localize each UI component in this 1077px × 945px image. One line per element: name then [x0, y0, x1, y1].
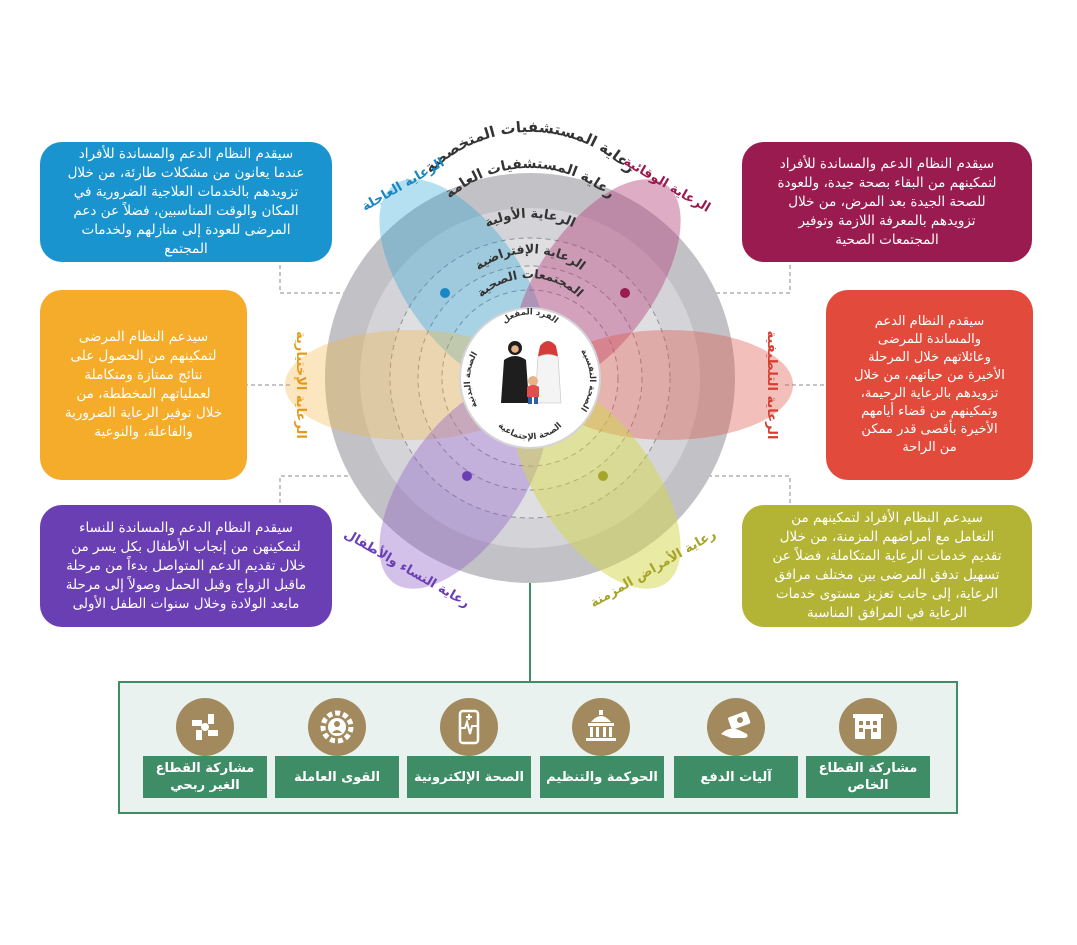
preventive-care-text-line: للصحة الجيدة بعد المرض، من خلال	[788, 193, 986, 210]
urgent-care-text-line: المكان والوقت المناسبين، فضلاً عن دعم	[73, 203, 299, 219]
elective-care-text-line: سيدعم النظام المرضى	[78, 329, 209, 345]
women-care-text-line: سيقدم النظام الدعم والمساندة للنساء	[79, 519, 293, 536]
petal-dots	[440, 288, 630, 481]
enabler-label-private-sector: مشاركة القطاع الخاص	[806, 756, 930, 798]
petal-label-elective: الرعاية الإختيارية	[293, 331, 308, 439]
urgent-care-text-line: المجتمع	[164, 241, 208, 257]
elective-care-text-line: والفاعلة، والنوعية	[94, 424, 193, 440]
palliative-care-text-line: تزويدهم بالرعاية الرحيمة،	[860, 386, 999, 401]
urgent-care-text-line: سيقدم النظام الدعم والمساندة للأفراد	[78, 146, 294, 162]
chronic-care-text-line: تقديم خدمات الرعاية المتكاملة، فضلاً عن	[772, 548, 1002, 564]
preventive-care-box: سيقدم النظام الدعم والمساندة للأفراد لتم…	[742, 142, 1032, 262]
preventive-care-text-line: المجتمعات الصحية	[835, 231, 939, 248]
palliative-care-box: سيقدم النظام الدعم والمساندة للمرضى وعائ…	[826, 290, 1033, 480]
women-care-text-line: لتمكينهن من إنجاب الأطفال بكل يسر من	[71, 538, 301, 555]
palliative-care-text-line: وتمكينهم من قضاء أيامهم	[861, 404, 998, 419]
connector-lines	[247, 262, 826, 505]
urgent-care-text-line: المرضى للعودة إلى منازلهم ولخدمات	[81, 222, 291, 238]
chronic-care-text-line: الرعاية، إلى جانب تعزيز مستوى خدمات	[775, 586, 999, 602]
preventive-care-text-line: لتمكينهم من البقاء بصحة جيدة، وللعودة	[777, 174, 997, 191]
women-care-text-line: مابعد الولادة وخلال سنوات الطفل الأولى	[72, 595, 300, 612]
elective-care-text-line: لتمكينهم من الحصول على	[70, 348, 217, 364]
urgent-care-text-line: عندما يعانون من مشكلات طارئة، من خلال	[67, 165, 305, 181]
enabler-label-ehealth: الصحة الإلكترونية	[407, 756, 531, 798]
palliative-care-text-line: وعائلاتهم خلال المرحلة	[868, 350, 991, 365]
elective-care-text-line: خلال توفير الرعاية الضرورية	[64, 405, 223, 421]
family-figures-icon	[501, 341, 562, 404]
enabler-label-payment: آليات الدفع	[674, 756, 798, 798]
center-hub: الفرد المفعل الصحة الإجتماعية الصحة البد…	[459, 307, 601, 449]
urgent-care-text-line: تزويدهم بالخدمات العلاجية الضرورية في	[73, 184, 299, 200]
palliative-care-text-line: والمساندة للمرضى	[877, 332, 982, 347]
chronic-care-text-line: تسهيل تدفق المرضى بين مختلف مرافق	[774, 567, 1000, 583]
enabler-label-governance: الحوكمة والتنظيم	[540, 756, 664, 798]
elective-care-text-line: لعملياتهم المخططة، من	[76, 386, 211, 402]
mobile-health-icon	[440, 698, 498, 756]
palliative-care-text-line: سيقدم النظام الدعم	[874, 314, 985, 329]
preventive-care-text-line: سيقدم النظام الدعم والمساندة للأفراد	[779, 155, 995, 172]
preventive-care-text-line: تزويدهم بالمعرفة اللازمة وتوفير	[798, 212, 976, 229]
women-care-text-line: ماقبل الزواج وقبل الحمل وصولاً إلى مرحلة	[65, 576, 307, 593]
women-children-care-box: سيقدم النظام الدعم والمساندة للنساء لتمك…	[40, 505, 332, 627]
building-icon	[839, 698, 897, 756]
payment-icon	[707, 698, 765, 756]
palliative-care-text-line: الأخيرة من حياتهم، من خلال	[854, 368, 1005, 383]
workforce-gear-icon	[308, 698, 366, 756]
enabler-label-workforce: القوى العاملة	[275, 756, 399, 798]
chronic-care-text-line: سيدعم النظام الأفراد لتمكينهم من	[791, 510, 983, 526]
palliative-care-text-line: الأخيرة بأقصى قدر ممكن	[861, 422, 998, 437]
urgent-care-box: سيقدم النظام الدعم والمساندة للأفراد عند…	[40, 142, 332, 262]
petal-label-palliative: الرعاية التلطيفية	[764, 331, 779, 440]
elective-care-box: سيدعم النظام المرضى لتمكينهم من الحصول ع…	[40, 290, 247, 480]
chronic-care-text-line: التعامل مع أمراضهم المزمنة، من خلال	[779, 529, 995, 545]
enabler-label-nonprofit: مشاركة القطاع الغير ربحي	[143, 756, 267, 798]
elective-care-text-line: نتائج ممتازة ومتكاملة	[84, 367, 203, 383]
chronic-care-text-line: الرعاية في المرافق المناسبة	[806, 605, 968, 621]
women-care-text-line: خلال تقديم الدعم المتواصل بدءاً من مرحلة	[66, 557, 306, 574]
joined-hands-icon	[176, 698, 234, 756]
palliative-care-text-line: من الراحة	[902, 440, 957, 455]
chronic-care-box: سيدعم النظام الأفراد لتمكينهم من التعامل…	[742, 505, 1032, 627]
government-building-icon	[572, 698, 630, 756]
